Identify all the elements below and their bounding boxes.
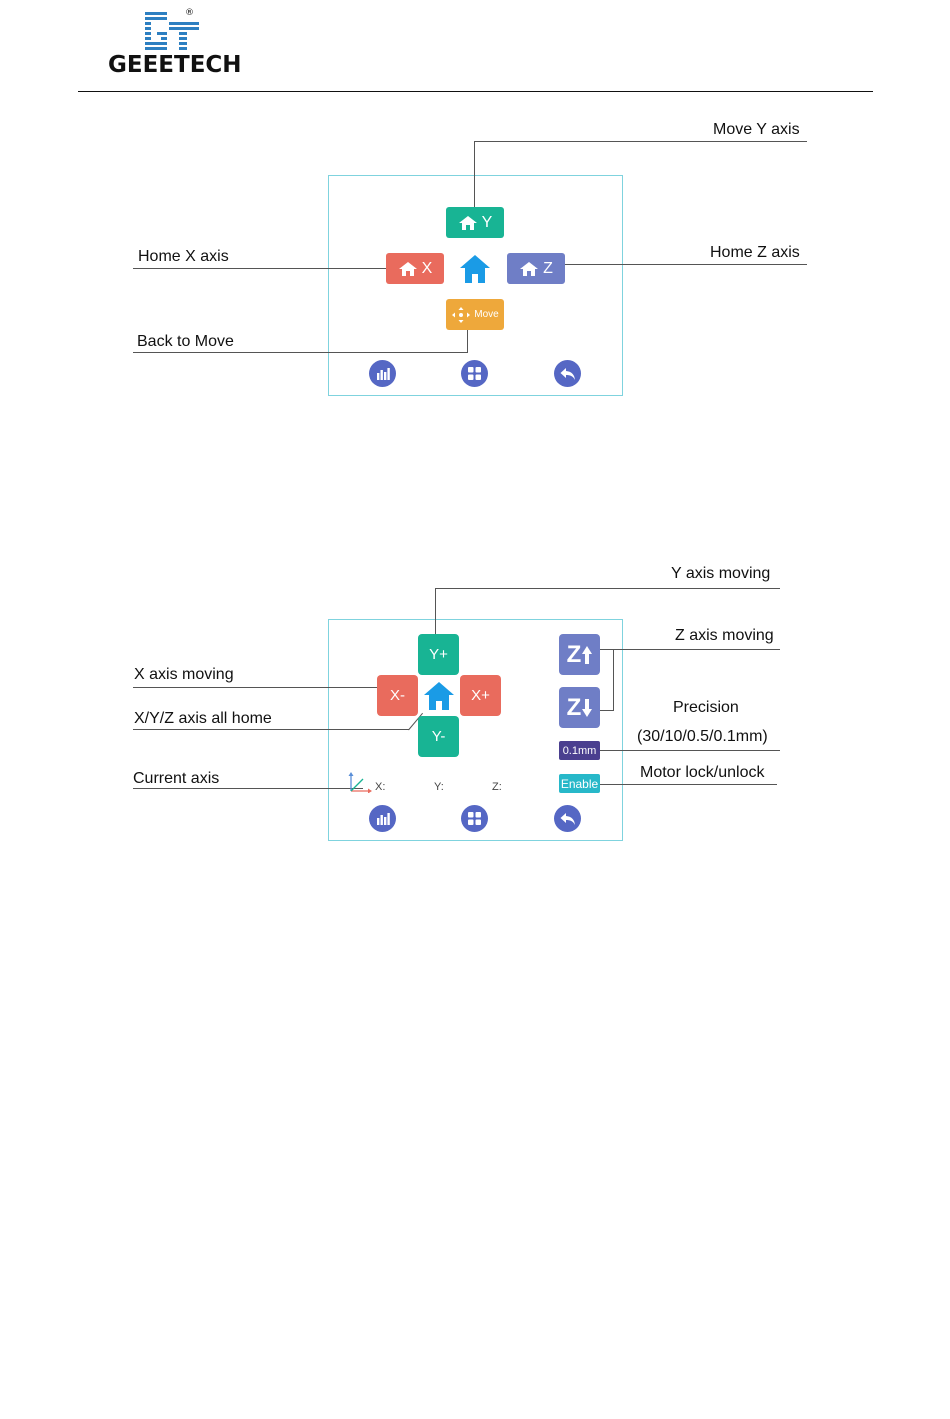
z-up-label: Z bbox=[567, 641, 582, 669]
menu-button[interactable] bbox=[461, 805, 488, 832]
back-arrow-icon bbox=[560, 367, 576, 381]
label-x-axis-moving: X axis moving bbox=[134, 667, 234, 683]
leader-line bbox=[474, 141, 807, 142]
leader-line bbox=[133, 788, 363, 789]
y-minus-button[interactable]: Y- bbox=[418, 716, 459, 757]
label-xyz-all-home: X/Y/Z axis all home bbox=[134, 711, 272, 727]
brand-name: GEEETECH bbox=[108, 52, 242, 78]
label-z-axis-moving: Z axis moving bbox=[675, 628, 774, 644]
home-y-button[interactable]: Y bbox=[446, 207, 504, 238]
z-down-label: Z bbox=[567, 694, 582, 722]
label-move-y-axis: Move Y axis bbox=[713, 122, 800, 138]
leader-line bbox=[467, 329, 468, 353]
leader-line bbox=[133, 687, 377, 688]
leader-line bbox=[600, 649, 780, 650]
move-arrows-icon bbox=[451, 306, 471, 324]
home-all-icon[interactable] bbox=[459, 254, 491, 284]
leader-line bbox=[613, 649, 614, 711]
label-precision-values: (30/10/0.5/0.1mm) bbox=[637, 729, 768, 745]
menu-button[interactable] bbox=[461, 360, 488, 387]
back-arrow-icon bbox=[560, 812, 576, 826]
stats-icon bbox=[376, 813, 390, 825]
x-plus-button[interactable]: X+ bbox=[460, 675, 501, 716]
enable-button[interactable]: Enable bbox=[559, 774, 600, 793]
stats-icon bbox=[376, 368, 390, 380]
leader-line bbox=[133, 268, 386, 269]
home-icon bbox=[398, 261, 418, 277]
precision-button[interactable]: 0.1mm bbox=[559, 741, 600, 760]
coord-z: Z: bbox=[492, 781, 502, 793]
leader-line bbox=[600, 710, 614, 711]
axis-indicator-icon bbox=[347, 771, 373, 793]
coord-x: X: bbox=[375, 781, 385, 793]
z-up-button[interactable]: Z bbox=[559, 634, 600, 675]
geeetech-logo-icon bbox=[143, 10, 203, 56]
leader-line bbox=[133, 729, 409, 730]
leader-line bbox=[600, 750, 780, 751]
home-icon bbox=[519, 261, 539, 277]
label-home-x-axis: Home X axis bbox=[138, 249, 229, 265]
leader-line bbox=[600, 784, 777, 785]
leader-line bbox=[435, 588, 780, 589]
back-button[interactable] bbox=[554, 360, 581, 387]
coord-y: Y: bbox=[434, 781, 444, 793]
stats-button[interactable] bbox=[369, 360, 396, 387]
z-down-button[interactable]: Z bbox=[559, 687, 600, 728]
stats-button[interactable] bbox=[369, 805, 396, 832]
home-x-label: X bbox=[422, 260, 433, 278]
home-all-icon[interactable] bbox=[423, 681, 455, 711]
arrow-down-icon bbox=[582, 698, 592, 718]
leader-line bbox=[565, 264, 807, 265]
label-back-to-move: Back to Move bbox=[137, 334, 234, 350]
home-icon bbox=[458, 215, 478, 231]
menu-grid-icon bbox=[468, 367, 481, 380]
home-z-button[interactable]: Z bbox=[507, 253, 565, 284]
move-button[interactable]: Move bbox=[446, 299, 504, 330]
label-home-z-axis: Home Z axis bbox=[710, 245, 800, 261]
home-x-button[interactable]: X bbox=[386, 253, 444, 284]
home-z-label: Z bbox=[543, 260, 553, 278]
label-precision: Precision bbox=[673, 700, 739, 716]
label-motor-lock: Motor lock/unlock bbox=[640, 765, 765, 781]
home-y-label: Y bbox=[482, 214, 493, 232]
move-label: Move bbox=[474, 309, 498, 320]
menu-grid-icon bbox=[468, 812, 481, 825]
leader-line bbox=[435, 588, 436, 636]
leader-line bbox=[133, 352, 468, 353]
arrow-up-icon bbox=[582, 645, 592, 665]
label-y-axis-moving: Y axis moving bbox=[671, 566, 770, 582]
x-minus-button[interactable]: X- bbox=[377, 675, 418, 716]
back-button[interactable] bbox=[554, 805, 581, 832]
registered-mark: ® bbox=[185, 8, 194, 18]
y-plus-button[interactable]: Y+ bbox=[418, 634, 459, 675]
leader-line bbox=[474, 141, 475, 213]
label-current-axis: Current axis bbox=[133, 771, 219, 787]
header-divider bbox=[78, 91, 873, 92]
